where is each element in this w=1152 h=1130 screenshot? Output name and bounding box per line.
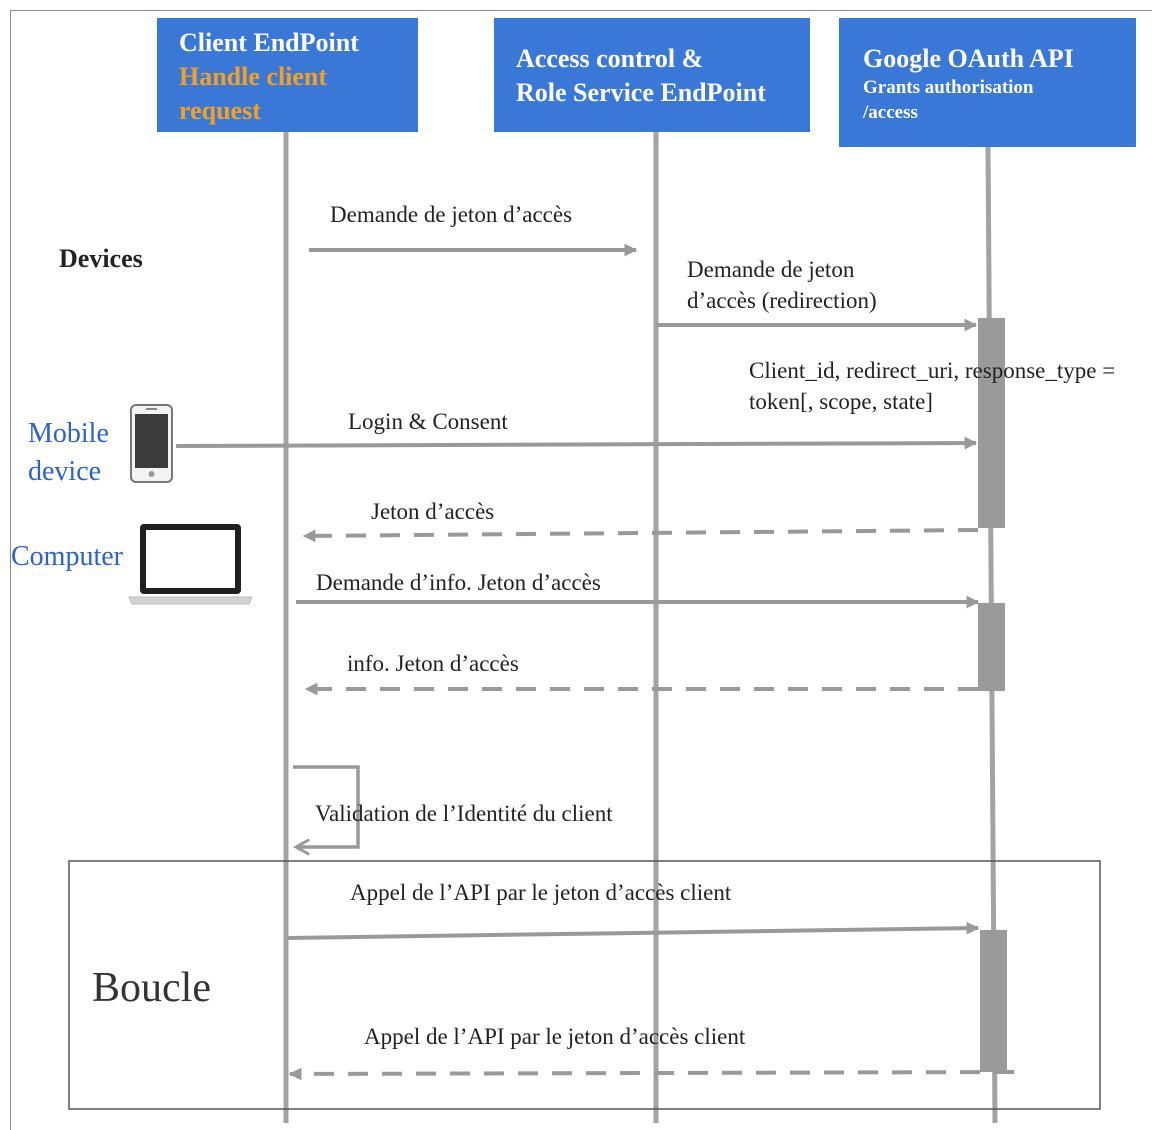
access-control-header: Access control & Role Service EndPoint: [494, 18, 810, 132]
laptop-icon: [128, 524, 253, 605]
google-oauth-subtitle-1: Grants authorisation: [863, 77, 1034, 98]
message-params-line-1: Client_id, redirect_uri, response_type =: [749, 358, 1116, 383]
access-control-title-line-1: Access control &: [516, 44, 704, 73]
client-endpoint-header: Client EndPoint Handle client request: [157, 18, 418, 132]
activation-bar-2: [978, 603, 1005, 691]
google-oauth-title: Google OAuth API: [863, 44, 1074, 73]
loop-label: Boucle: [92, 965, 211, 1011]
activation-bar-3: [980, 930, 1007, 1072]
mobile-device-label-line-2: device: [28, 456, 102, 487]
message-label-api-return: Appel de l’API par le jeton d’accès clie…: [364, 1024, 746, 1049]
message-label-2-line-1: Demande de jeton: [687, 257, 855, 282]
mobile-phone-icon: [130, 404, 173, 483]
message-arrow-api-call: [287, 921, 980, 940]
diagram-frame: [10, 10, 1152, 1130]
devices-label: Devices: [59, 244, 143, 273]
client-endpoint-title: Client EndPoint: [179, 28, 359, 57]
message-label-jeton: Jeton d’accès: [371, 499, 495, 524]
message-label-info-request: Demande d’info. Jeton d’accès: [316, 570, 601, 595]
message-label-api-call: Appel de l’API par le jeton d’accès clie…: [350, 880, 732, 905]
google-oauth-header: Google OAuth API Grants authorisation /a…: [839, 18, 1136, 147]
message-label-login: Login & Consent: [348, 409, 508, 434]
message-label-1: Demande de jeton d’accès: [330, 202, 573, 227]
message-arrow-self-validation: [293, 765, 360, 847]
mobile-device-label-line-1: Mobile: [28, 418, 109, 449]
message-params-line-2: token[, scope, state]: [749, 389, 933, 414]
access-control-title-line-2: Role Service EndPoint: [516, 78, 766, 107]
message-arrow-jeton-return: [302, 528, 979, 543]
client-endpoint-subtitle-1: Handle client: [179, 62, 328, 91]
message-label-validation: Validation de l’Identité du client: [315, 801, 613, 826]
message-arrow-login: [175, 436, 978, 450]
client-endpoint-subtitle-2: request: [179, 96, 261, 125]
message-label-info-return: info. Jeton d’accès: [347, 651, 519, 676]
google-oauth-subtitle-2: /access: [863, 102, 918, 123]
computer-label: Computer: [11, 541, 123, 572]
message-label-2-line-2: d’accès (redirection): [687, 288, 877, 313]
message-arrow-api-return: [288, 1067, 1015, 1081]
loop-frame: [68, 860, 1101, 1110]
activation-bar-1: [978, 318, 1005, 528]
